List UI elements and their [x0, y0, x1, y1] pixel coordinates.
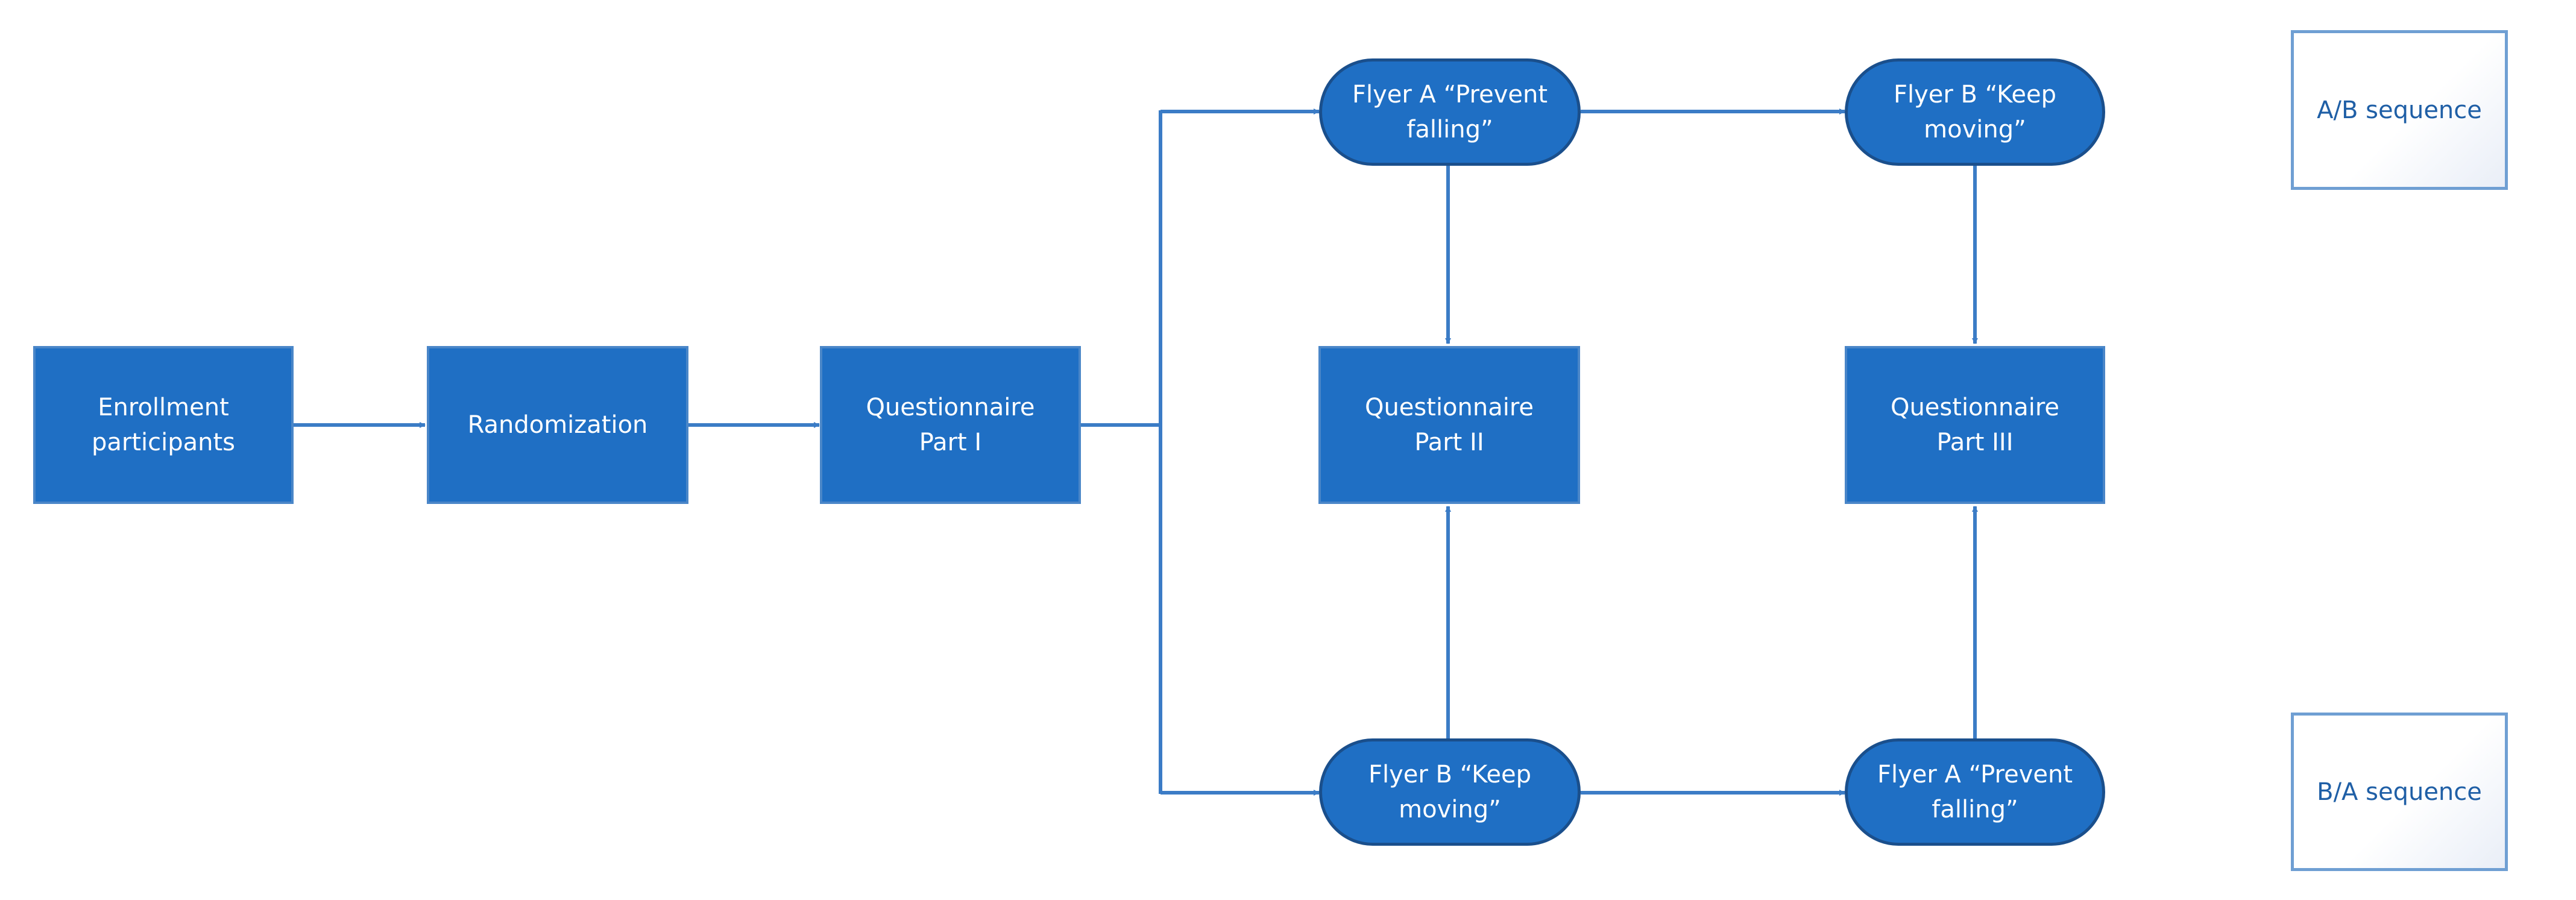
flyer-a-bottom-node: Flyer A “Prevent falling”: [1845, 738, 2105, 846]
flyer-b-top-label-line-2: moving”: [1924, 116, 2026, 143]
ba-sequence-label-box: B/A sequence: [2291, 713, 2508, 871]
questionnaire-part-3-node: Questionnaire Part III: [1845, 346, 2105, 504]
questionnaire-1-label-line-2: Part I: [919, 429, 982, 456]
questionnaire-2-label-line-2: Part II: [1414, 429, 1484, 456]
questionnaire-2-label-line-1: Questionnaire: [1364, 394, 1534, 421]
enrollment-label-line-2: participants: [91, 429, 236, 456]
flyer-b-bottom-node: Flyer B “Keep moving”: [1319, 738, 1581, 846]
flyer-a-top-label-line-2: falling”: [1406, 116, 1493, 143]
flyer-b-top-label-line-1: Flyer B “Keep: [1893, 81, 2057, 109]
randomization-node: Randomization: [427, 346, 688, 504]
questionnaire-part-2-node: Questionnaire Part II: [1318, 346, 1580, 504]
ba-sequence-label: B/A sequence: [2317, 778, 2482, 806]
flyer-a-top-label-line-1: Flyer A “Prevent: [1352, 81, 1548, 109]
flyer-a-top-node: Flyer A “Prevent falling”: [1319, 58, 1581, 166]
flyer-a-bottom-label-line-2: falling”: [1932, 796, 2018, 823]
questionnaire-3-label-line-1: Questionnaire: [1890, 394, 2060, 421]
flyer-a-bottom-label-line-1: Flyer A “Prevent: [1877, 761, 2073, 788]
enrollment-participants-node: Enrollment participants: [33, 346, 294, 504]
questionnaire-part-1-node: Questionnaire Part I: [820, 346, 1081, 504]
flyer-b-bottom-label-line-1: Flyer B “Keep: [1368, 761, 1532, 788]
randomization-label: Randomization: [467, 411, 648, 439]
enrollment-label-line-1: Enrollment: [98, 394, 229, 421]
questionnaire-1-label-line-1: Questionnaire: [866, 394, 1035, 421]
flyer-b-top-node: Flyer B “Keep moving”: [1845, 58, 2105, 166]
flyer-b-bottom-label-line-2: moving”: [1399, 796, 1501, 823]
ab-sequence-label-box: A/B sequence: [2291, 30, 2508, 190]
questionnaire-3-label-line-2: Part III: [1936, 429, 2014, 456]
ab-sequence-label: A/B sequence: [2317, 96, 2482, 124]
